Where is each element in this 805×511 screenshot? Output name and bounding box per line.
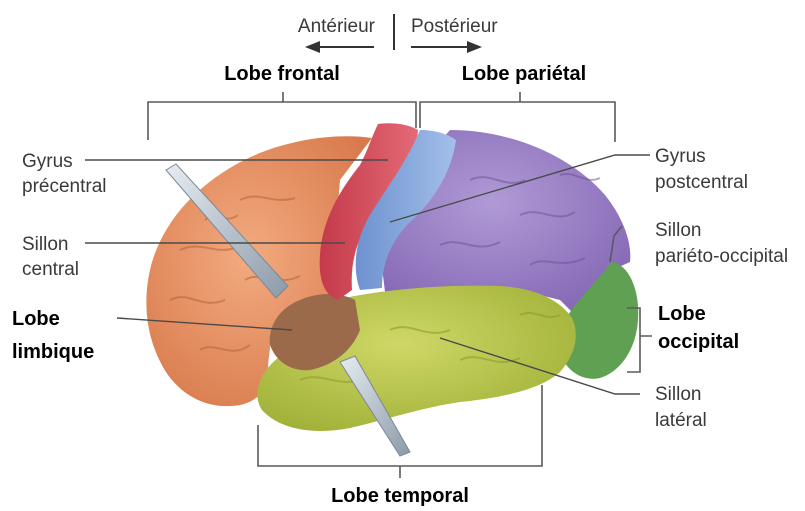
label-precentral-line1: Gyrus [22,151,73,172]
label-precentral-line2: précentral [22,176,107,197]
label-lateral-line2: latéral [655,410,707,431]
lobe-parietal-title: Lobe pariétal [462,63,586,85]
label-postcentral-line2: postcentral [655,172,748,193]
label-occipital-line2: occipital [658,331,739,353]
brain-illustration [146,123,638,456]
label-central-line2: central [22,259,79,280]
arrow-right-icon [411,41,482,53]
label-lateral-line1: Sillon [655,384,701,405]
label-limbic-line1: Lobe [12,308,60,330]
label-limbic-line2: limbique [12,341,94,363]
lobe-temporal-title: Lobe temporal [331,485,469,507]
posterior-label: Postérieur [411,16,498,37]
anterior-label: Antérieur [298,16,376,37]
label-occipital-line1: Lobe [658,303,706,325]
label-parieto-line2: pariéto-occipital [655,246,788,267]
arrow-left-icon [305,41,374,53]
label-central-line1: Sillon [22,234,68,255]
lobe-frontal-title: Lobe frontal [224,63,340,85]
label-parieto-line1: Sillon [655,220,701,241]
label-postcentral-line1: Gyrus [655,146,706,167]
